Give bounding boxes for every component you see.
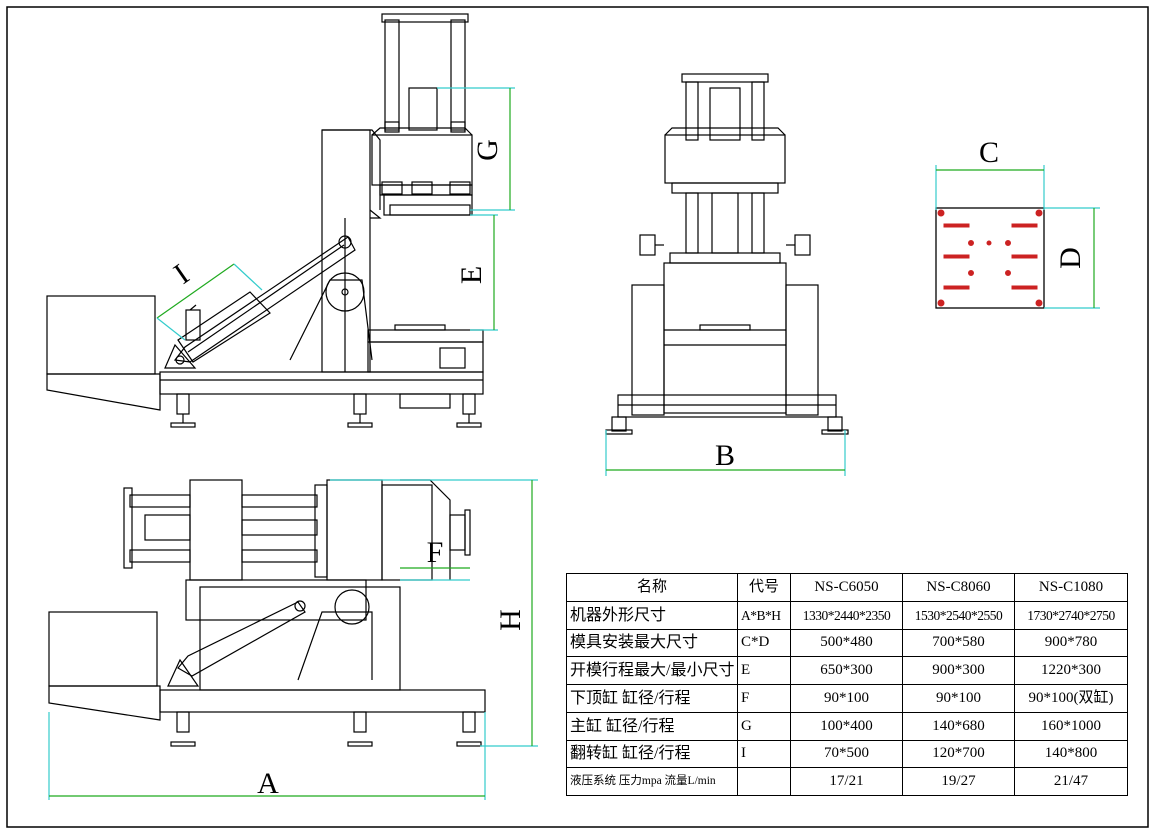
row-value: 21/47: [1014, 767, 1128, 796]
row-value: 160*1000: [1014, 711, 1128, 741]
row-value: 500*480: [790, 628, 903, 658]
row-name: 模具安装最大尺寸: [566, 628, 738, 658]
row-name: 主缸 缸径/行程: [566, 711, 738, 741]
row-value: 900*300: [902, 656, 1015, 685]
header-model-1: NS-C6050: [790, 573, 903, 602]
table-row: 下顶缸 缸径/行程 F 90*100 90*100 90*100(双缸): [566, 684, 1128, 713]
top-view: [48, 479, 486, 747]
row-value: 1530*2540*2550: [902, 600, 1015, 630]
row-value: 90*100: [902, 684, 1015, 713]
row-value: 17/21: [790, 767, 903, 796]
row-code: G: [737, 711, 791, 741]
row-value: 1330*2440*2350: [790, 600, 903, 630]
row-value: 90*100(双缸): [1014, 684, 1128, 713]
dim-label-b: B: [715, 439, 735, 472]
row-code: C*D: [737, 628, 791, 658]
dimension-lines: [48, 87, 1100, 800]
row-name: 开模行程最大/最小尺寸: [566, 656, 738, 685]
row-value: 900*780: [1014, 628, 1128, 658]
row-name: 下顶缸 缸径/行程: [566, 684, 738, 713]
row-name: 机器外形尺寸: [566, 600, 738, 630]
header-model-3: NS-C1080: [1014, 573, 1128, 602]
row-value: 700*580: [902, 628, 1015, 658]
row-value: 70*500: [790, 739, 903, 769]
specification-table: 名称 代号 NS-C6050 NS-C8060 NS-C1080 机器外形尺寸 …: [566, 573, 1128, 796]
table-header-row: 名称 代号 NS-C6050 NS-C8060 NS-C1080: [566, 573, 1128, 602]
dim-label-a: A: [257, 767, 279, 800]
row-code: E: [737, 656, 791, 685]
dim-label-e: E: [455, 266, 488, 284]
dim-label-d: D: [1054, 247, 1087, 269]
dim-label-f: F: [427, 536, 444, 569]
row-value: 1220*300: [1014, 656, 1128, 685]
side-view: [46, 13, 484, 428]
row-name: 翻转缸 缸径/行程: [566, 739, 738, 769]
dim-label-h: H: [494, 609, 527, 631]
table-row: 主缸 缸径/行程 G 100*400 140*680 160*1000: [566, 711, 1128, 741]
row-value: 650*300: [790, 656, 903, 685]
row-value: 140*800: [1014, 739, 1128, 769]
row-code: [737, 767, 791, 796]
side-view-feet: [170, 393, 482, 428]
table-row: 开模行程最大/最小尺寸 E 650*300 900*300 1220*300: [566, 656, 1128, 685]
header-model-2: NS-C8060: [902, 573, 1015, 602]
row-value: 19/27: [902, 767, 1015, 796]
header-code: 代号: [737, 573, 791, 602]
row-value: 90*100: [790, 684, 903, 713]
row-code: F: [737, 684, 791, 713]
row-value: 140*680: [902, 711, 1015, 741]
front-view: [605, 73, 849, 435]
row-code: A*B*H: [737, 600, 791, 630]
table-row: 机器外形尺寸 A*B*H 1330*2440*2350 1530*2540*25…: [566, 600, 1128, 630]
drawing-frame: [6, 6, 1149, 828]
row-value: 100*400: [790, 711, 903, 741]
table-row: 模具安装最大尺寸 C*D 500*480 700*580 900*780: [566, 628, 1128, 658]
dim-label-g: G: [471, 139, 504, 161]
table-row: 液压系统 压力mpa 流量L/min 17/21 19/27 21/47: [566, 767, 1128, 796]
row-name: 液压系统 压力mpa 流量L/min: [566, 767, 738, 796]
header-name: 名称: [566, 573, 738, 602]
row-code: I: [737, 739, 791, 769]
table-row: 翻转缸 缸径/行程 I 70*500 120*700 140*800: [566, 739, 1128, 769]
dim-label-c: C: [979, 136, 999, 169]
mold-plate-view: [935, 207, 1045, 309]
row-value: 120*700: [902, 739, 1015, 769]
row-value: 1730*2740*2750: [1014, 600, 1128, 630]
dim-label-i: I: [168, 258, 195, 291]
